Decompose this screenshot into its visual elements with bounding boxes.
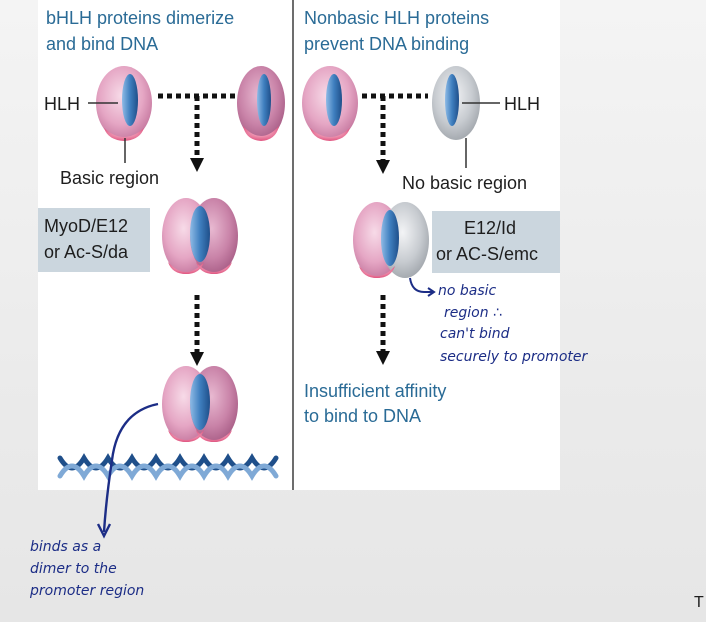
arrow-head-left-1 [190,158,204,172]
hlh-label-right: HLH [504,94,541,114]
note-arrow-left-tip [96,523,112,539]
right-panel-title-1: Nonbasic HLH proteins [304,8,490,28]
arrow-head-right-1 [376,160,390,174]
e12-id-box: E12/Id or AC-S/emc [432,211,560,273]
note-arrow-left [102,402,159,533]
note-right-line3: can't bind [440,326,510,342]
no-basic-region-label: No basic region [402,173,528,193]
arrow-head-left-2 [190,352,204,366]
pink-monomer-right-panel [302,66,358,141]
dna-helix [57,453,279,481]
basic-region-label: Basic region [60,168,160,188]
right-panel-title-2: prevent DNA binding [304,34,470,54]
note-right-line4: securely to promoter [440,349,588,365]
left-panel-title-2: and bind DNA [46,34,159,54]
bhlh-dimer-on-dna [162,366,238,442]
e12-box-line1: E12/Id [464,218,517,238]
dimerize-connector-right [362,93,428,162]
bhlh-monomer-right [237,66,285,141]
heterodimer [353,202,429,278]
note-left-line1: binds as a [30,539,102,555]
nonbasic-monomer [432,66,480,140]
myod-box-line2: or Ac-S/da [44,242,129,262]
result-text-2: to bind to DNA [304,406,422,426]
hlh-label-left: HLH [44,94,81,114]
arrow-head-right-2 [376,351,390,365]
e12-box-line2: or AC-S/emc [436,244,539,264]
note-arrow-right-tip [427,287,436,297]
myod-box: MyoD/E12 or Ac-S/da [38,208,150,272]
note-arrow-right [409,277,434,293]
myod-box-line1: MyoD/E12 [44,216,129,236]
panel-divider [292,0,294,490]
note-left-line2: dimer to the [30,561,117,577]
corner-mark: T [694,594,704,611]
dimerize-connector-left [158,93,236,160]
result-text-1: Insufficient affinity [304,381,447,401]
note-right-line1: no basic [438,283,497,299]
note-left-line3: promoter region [30,583,145,599]
bhlh-monomer-left [96,66,152,141]
left-panel-title-1: bHLH proteins dimerize [46,8,235,28]
note-right-line2: region ∴ [444,305,502,321]
bhlh-dimer-left [162,198,238,274]
